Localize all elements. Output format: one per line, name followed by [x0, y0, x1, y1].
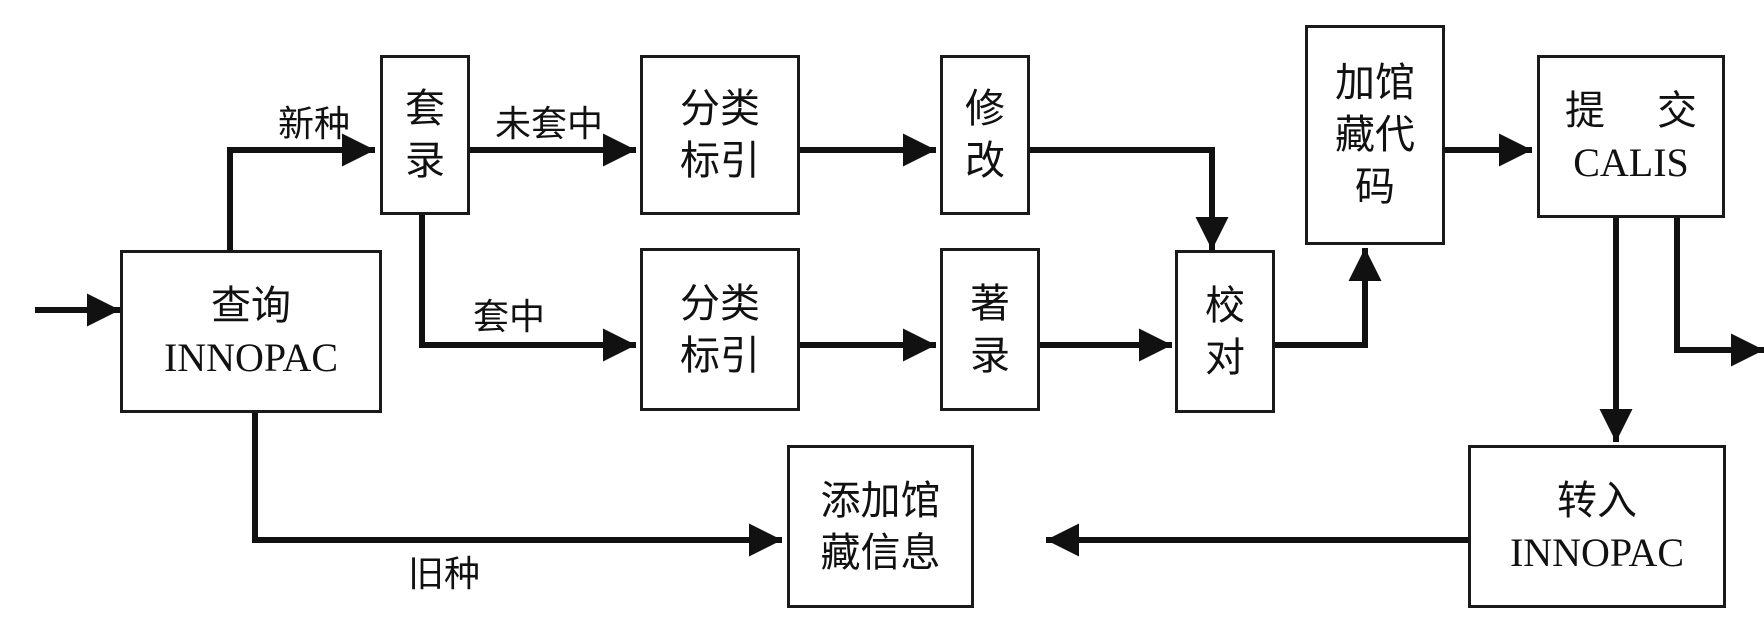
- modify-line2: 改: [965, 138, 1005, 184]
- query-line1: 查询: [211, 282, 291, 329]
- taolu-line2: 录: [405, 138, 445, 184]
- catalog-line2: 录: [970, 332, 1010, 379]
- submit-line1b: 交: [1657, 87, 1697, 134]
- catalog-box: 著 录: [940, 248, 1040, 411]
- submit-line2: CALIS: [1573, 139, 1689, 185]
- classify-top-line2: 标引: [680, 138, 760, 184]
- label-old-title: 旧种: [408, 554, 481, 595]
- add-holding-info-box: 添加馆 藏信息: [787, 445, 974, 608]
- submit-calis-box: 提交 CALIS: [1537, 55, 1725, 218]
- classify-top-line1: 分类: [680, 86, 760, 132]
- add-code-line2: 藏代: [1335, 112, 1415, 158]
- taolu-box: 套 录: [380, 55, 470, 215]
- add-holding-code-box: 加馆 藏代 码: [1305, 25, 1445, 245]
- arrow-new-to-taolu: [227, 133, 375, 250]
- add-code-line3: 码: [1355, 164, 1395, 210]
- proofread-line2: 对: [1205, 334, 1245, 381]
- modify-line1: 修: [965, 86, 1005, 132]
- add-code-line1: 加馆: [1335, 60, 1415, 106]
- arrow-old-to-addinfo: [252, 413, 782, 557]
- label-new-title: 新种: [278, 104, 351, 145]
- proofread-line1: 校: [1205, 282, 1245, 329]
- submit-line1a: 提: [1565, 87, 1605, 134]
- add-info-line1: 添加馆: [820, 477, 941, 524]
- classify-bottom-line2: 标引: [680, 332, 760, 379]
- label-unmatched: 未套中: [495, 104, 604, 145]
- query-line2: INNOPAC: [163, 334, 339, 380]
- submit-line1: 提交: [1565, 85, 1697, 137]
- classify-top-box: 分类 标引: [640, 55, 800, 215]
- arrow-matched-to-classify: [419, 215, 636, 362]
- add-info-line2: 藏信息: [820, 529, 941, 576]
- import-line1: 转入: [1557, 477, 1637, 524]
- import-line2: INNOPAC: [1509, 529, 1685, 575]
- taolu-line1: 套: [405, 86, 445, 132]
- classify-bottom-line1: 分类: [680, 280, 760, 327]
- label-matched: 套中: [473, 297, 546, 338]
- classify-bottom-box: 分类 标引: [640, 248, 800, 411]
- import-innopac-box: 转入 INNOPAC: [1468, 445, 1726, 608]
- modify-box: 修 改: [940, 55, 1030, 215]
- arrow-submit-out: [1674, 218, 1764, 367]
- proofread-box: 校 对: [1175, 250, 1275, 413]
- arrow-modify-to-proofread: [1030, 147, 1229, 250]
- arrow-proofread-to-addcode: [1275, 248, 1382, 348]
- catalog-line1: 著: [970, 280, 1010, 327]
- query-innopac-box: 查询 INNOPAC: [120, 250, 382, 413]
